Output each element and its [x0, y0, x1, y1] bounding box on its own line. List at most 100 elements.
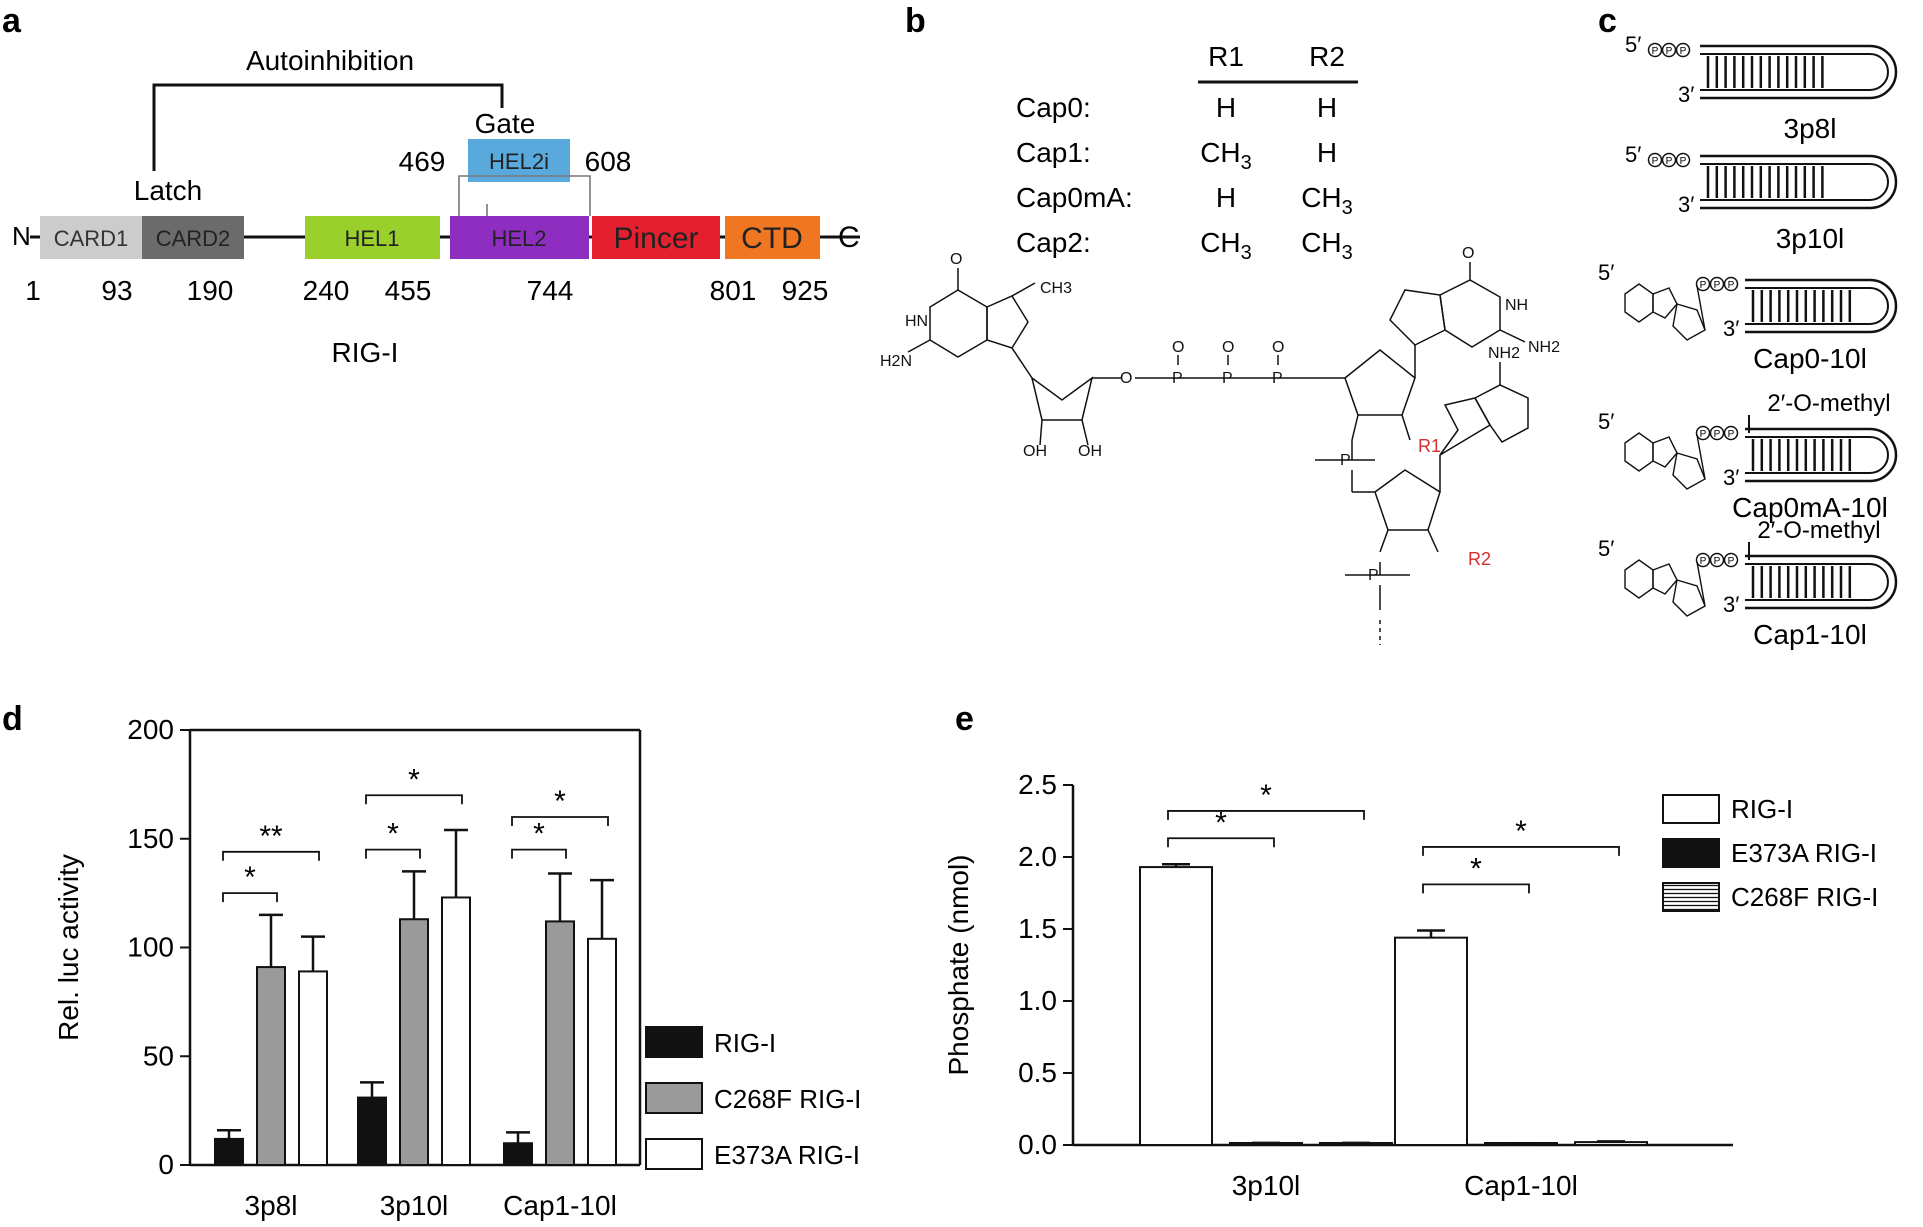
- construct-label: 3p10l: [1776, 223, 1845, 254]
- significance-label: *: [1215, 806, 1227, 839]
- gate-label: Gate: [475, 108, 536, 139]
- svg-text:H2N: H2N: [880, 353, 912, 370]
- phosphate-icon: [1695, 276, 1711, 292]
- prime3-label: 3′: [1723, 465, 1739, 490]
- bar: [441, 896, 471, 1166]
- y-tick-label: 1.5: [1018, 913, 1057, 944]
- phosphate-icon: [1723, 425, 1739, 441]
- significance-label: *: [1260, 779, 1272, 812]
- phosphate-letter: P: [1700, 429, 1707, 440]
- bar: [1394, 936, 1468, 1147]
- cap-row-r2: CH3: [1301, 227, 1353, 264]
- prime3-label: 3′: [1723, 592, 1739, 617]
- bar: [587, 937, 617, 1166]
- residue-744: 744: [527, 275, 574, 306]
- residue-93: 93: [101, 275, 132, 306]
- residue-240: 240: [303, 275, 350, 306]
- residue-608: 608: [585, 146, 632, 177]
- hairpin-loop: [1745, 427, 1898, 483]
- hairpin-loop: [1745, 278, 1898, 334]
- hel2i-connector: [458, 175, 591, 216]
- cap-ring: [1652, 436, 1678, 468]
- significance-bracket: [1167, 837, 1275, 848]
- cap-row-r1: CH3: [1200, 137, 1252, 174]
- significance-label: *: [244, 861, 256, 894]
- svg-text:O: O: [1222, 339, 1234, 356]
- panel-d-label: d: [2, 700, 23, 738]
- hairpin-inner: [1745, 563, 1889, 601]
- prime3-label: 3′: [1723, 316, 1739, 341]
- legend-label: C268F RIG-I: [714, 1084, 861, 1114]
- phosphate-icon: [1675, 152, 1691, 168]
- phosphate-icon: [1695, 425, 1711, 441]
- latch-label: Latch: [134, 175, 203, 206]
- cap-row-r1: H: [1216, 92, 1236, 123]
- cap-link: [1696, 285, 1706, 331]
- y-tick-label: 1.0: [1018, 985, 1057, 1016]
- hairpin-inner: [1745, 287, 1889, 325]
- phosphate-letter: P: [1714, 280, 1721, 291]
- construct-label: Cap0-10l: [1753, 343, 1867, 374]
- svg-text:P: P: [1272, 370, 1283, 387]
- hairpin-inner: [1700, 53, 1889, 91]
- bar: [256, 966, 286, 1167]
- phosphate-icon: [1647, 42, 1663, 58]
- svg-text:O: O: [1172, 339, 1184, 356]
- svg-text:O: O: [950, 251, 962, 268]
- svg-text:P: P: [1340, 452, 1351, 469]
- significance-bracket: [365, 848, 421, 859]
- cap-row-r2: H: [1317, 92, 1337, 123]
- cap-ring: [1672, 579, 1706, 617]
- svg-text:OH: OH: [1078, 443, 1102, 460]
- hairpin-inner: [1700, 163, 1889, 201]
- phosphate-letter: P: [1652, 46, 1659, 57]
- panel-a-label: a: [2, 2, 22, 40]
- panel-b-label: b: [905, 2, 926, 40]
- ctd-domain: [725, 216, 820, 259]
- methyl-label: 2′-O-methyl: [1757, 517, 1880, 544]
- y-axis-label: Rel. luc activity: [53, 854, 84, 1041]
- x-tick-label: 3p8l: [245, 1190, 298, 1221]
- cap-ring: [1624, 559, 1654, 599]
- legend-swatch: [1662, 838, 1720, 868]
- hel2i-label: HEL2i: [489, 149, 549, 174]
- svg-text:P: P: [1222, 370, 1233, 387]
- significance-label: *: [554, 785, 566, 818]
- significance-label: *: [408, 763, 420, 796]
- x-tick-label: Cap1-10l: [1464, 1170, 1578, 1201]
- phosphate-letter: P: [1700, 280, 1707, 291]
- panel-e-label: e: [955, 700, 974, 738]
- autoinhibition-bracket: [152, 83, 504, 171]
- legend-label: E373A RIG-I: [714, 1140, 860, 1170]
- significance-bracket: [222, 850, 320, 861]
- svg-text:O: O: [1272, 339, 1284, 356]
- phosphate-letter: P: [1714, 429, 1721, 440]
- bar: [214, 1137, 244, 1167]
- y-tick-label: 50: [143, 1040, 174, 1071]
- c-terminus: C: [838, 221, 860, 254]
- prime5-label: 5′: [1598, 409, 1614, 434]
- cap-row-name: Cap2:: [1016, 227, 1091, 258]
- protein-name: RIG-I: [332, 337, 399, 368]
- cap-ring: [1672, 303, 1706, 341]
- y-axis-label: Phosphate (nmol): [943, 854, 974, 1075]
- cap-ring: [1652, 287, 1678, 319]
- y-tick-label: 150: [127, 823, 174, 854]
- y-tick-label: 2.5: [1018, 769, 1057, 800]
- cap-ring: [1672, 452, 1706, 490]
- card2-domain: [142, 216, 244, 259]
- residue-455: 455: [385, 275, 432, 306]
- prime5-label: 5′: [1598, 536, 1614, 561]
- hairpin-loop: [1700, 44, 1898, 100]
- bar: [357, 1096, 387, 1166]
- phosphate-icon: [1647, 152, 1663, 168]
- panel-a: a Autoinhibition Latch Gate 469 608 HEL2…: [2, 2, 860, 368]
- card2-label: CARD2: [156, 226, 231, 251]
- phosphate-icon: [1709, 552, 1725, 568]
